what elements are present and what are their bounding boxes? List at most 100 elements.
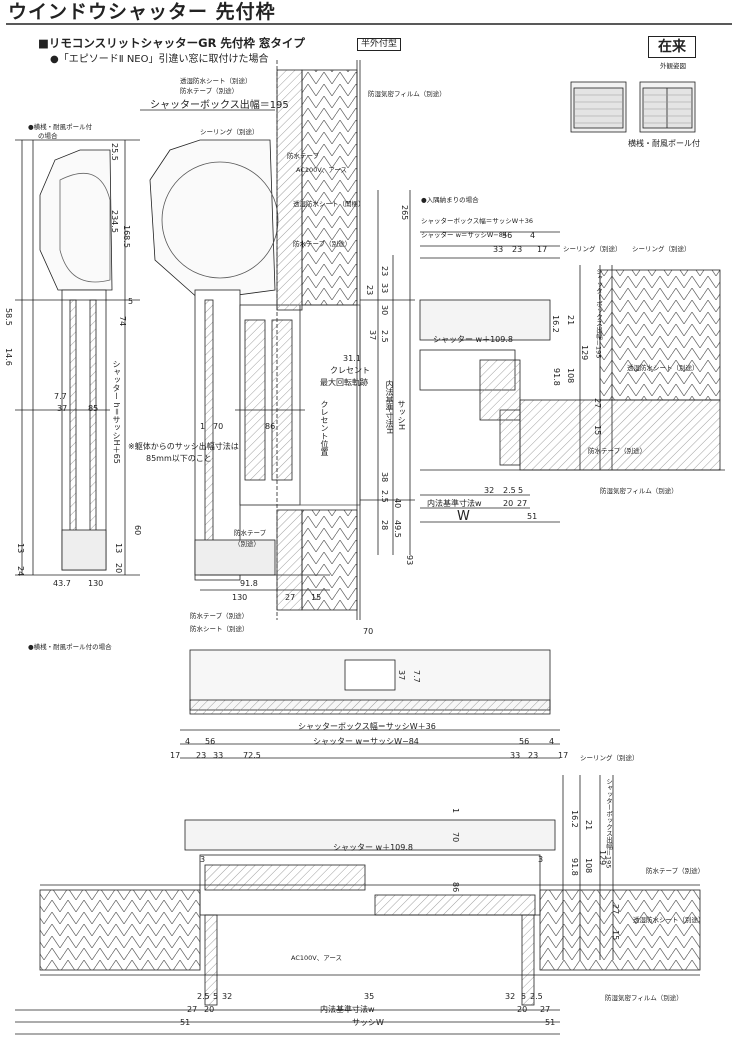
dim: 17	[558, 751, 569, 760]
label-ac100v: AC100V、アース	[296, 166, 348, 174]
type-badge: 半外付型	[357, 38, 402, 51]
label-shutter-h: シャッター h＝サッシH＋65	[112, 360, 121, 464]
label-box-depth: シャッターボックス出幅＝195	[150, 100, 289, 111]
label-W: W	[457, 509, 470, 524]
dim: 129	[598, 850, 607, 866]
dim: 37	[397, 670, 406, 681]
dim: 108	[566, 368, 575, 384]
dim: 23	[528, 751, 539, 760]
dim: 3	[200, 855, 206, 864]
dim: 27	[540, 1005, 551, 1014]
dim: 56	[502, 231, 513, 240]
heading-bottom: ●横桟・耐風ポール付の場合	[28, 643, 112, 651]
dim: 15	[593, 425, 602, 436]
label-toushitsu-sheet: 透湿防水シート（別途）	[180, 77, 252, 85]
dim: 49.5	[393, 520, 402, 538]
dim: 27	[285, 593, 296, 602]
label-shutter-w-109-bottom: シャッター w＋109.8	[333, 843, 413, 852]
dim: 2.5	[503, 486, 516, 495]
dim: 23	[365, 285, 374, 296]
label-bousui-tape-5: 防水テープ（別途）	[190, 612, 249, 620]
dim: 23	[196, 751, 207, 760]
note-line-2: 85mm以下のこと	[146, 454, 212, 463]
dim: 21	[584, 820, 593, 831]
note-yokosan: ●横桟・耐風ポール付	[28, 123, 93, 131]
dim: 91.8	[552, 368, 561, 386]
dim: 130	[232, 593, 248, 602]
label-crescent-track: 最大回転軌跡	[320, 378, 368, 387]
dim: 25.5	[110, 143, 119, 161]
dim: 70	[363, 627, 374, 636]
dim: 74	[118, 316, 127, 327]
dim: 129	[580, 345, 589, 361]
label-bousui-tape-right: 防水テープ（別途）	[588, 447, 647, 455]
dim: 5	[128, 297, 134, 306]
dim: 91.8	[570, 858, 579, 876]
dim: 38	[380, 472, 389, 483]
label-kimitsu-film: 防湿気密フィルム（別途）	[368, 90, 446, 98]
dim: 16.2	[570, 810, 579, 828]
dim: 1	[451, 808, 460, 814]
dim: 33	[213, 751, 224, 760]
dim: 60	[133, 525, 142, 536]
note-yokosan-2: の場合	[38, 132, 58, 140]
dim: 2.5	[380, 490, 389, 503]
dim: 15	[311, 593, 322, 602]
dim: 14.6	[4, 348, 13, 366]
label-bousui-sheet: 防水シート（別途）	[190, 625, 249, 633]
label-box-w: シャッターボックス幅＝サッシW＋36	[421, 217, 534, 225]
label-sash-h: サッシH	[397, 400, 406, 431]
dim: 33	[510, 751, 521, 760]
dim: 4	[549, 737, 555, 746]
dim: 265	[400, 205, 409, 221]
dim: 5	[518, 486, 524, 495]
dim: 5	[213, 992, 219, 1001]
label-bousui-tape-2: 防水テープ	[287, 152, 320, 160]
dim: 168.5	[122, 225, 131, 248]
label-box-depth-bottom: シャッターボックス出幅＝195	[604, 778, 613, 869]
dim: 91.8	[240, 579, 258, 588]
zairai-box: 在来	[648, 36, 696, 58]
dim: 51	[180, 1018, 191, 1027]
install-note: ●「エピソードⅡ NEO」引違い窓に取付けた場合	[50, 54, 269, 65]
label-box-w-bottom: シャッターボックス幅＝サッシW＋36	[298, 722, 436, 731]
label-naiho-h: 内法基準寸法H	[385, 380, 394, 435]
dim: 21	[566, 315, 575, 326]
dim: 28	[380, 520, 389, 531]
dim: 4	[185, 737, 191, 746]
dim: 85	[88, 404, 99, 413]
label-kimitsu-right: 防湿気密フィルム（別途）	[600, 487, 678, 495]
label-shutter-w: シャッター w＝サッシW−84	[421, 231, 508, 239]
label-toushitsu-bottom: 透湿防水シート（別途）	[633, 916, 705, 924]
dim: 20	[114, 563, 123, 574]
label-sash-w: サッシW	[352, 1018, 384, 1027]
heading-irisumi: ●入隅納まりの場合	[421, 196, 479, 204]
dim: 1	[200, 422, 206, 431]
dim: 7.7	[412, 670, 421, 683]
dim: 3	[538, 855, 544, 864]
dim: 20	[517, 1005, 528, 1014]
dim: 86	[265, 422, 276, 431]
page-title: ウインドウシャッター 先付枠	[8, 1, 276, 23]
label-bousui-tape-bottom: 防水テープ（別途）	[646, 867, 705, 875]
dim: 27	[611, 904, 620, 915]
dim: 13	[114, 543, 123, 554]
dim: 20	[503, 499, 514, 508]
exterior-label: 外観姿図	[660, 62, 686, 70]
dim: 5	[521, 992, 527, 1001]
dim: 13	[16, 543, 25, 554]
dim: 56	[519, 737, 530, 746]
dim: 32	[505, 992, 516, 1001]
dim: 37	[57, 404, 68, 413]
dim: 2.5	[380, 330, 389, 343]
exterior-caption: 横桟・耐風ポール付	[628, 139, 700, 148]
label-bousui-tape-4: 防水テープ	[234, 529, 267, 537]
dim: 32	[484, 486, 495, 495]
label-ac100v-bottom: AC100V、アース	[291, 954, 343, 962]
dim-31-1: 31.1	[343, 354, 361, 363]
dim: 130	[88, 579, 104, 588]
label-sealing-1: シーリング（別途）	[563, 245, 622, 253]
dim: 35	[364, 992, 375, 1001]
dim: 23	[380, 266, 389, 277]
